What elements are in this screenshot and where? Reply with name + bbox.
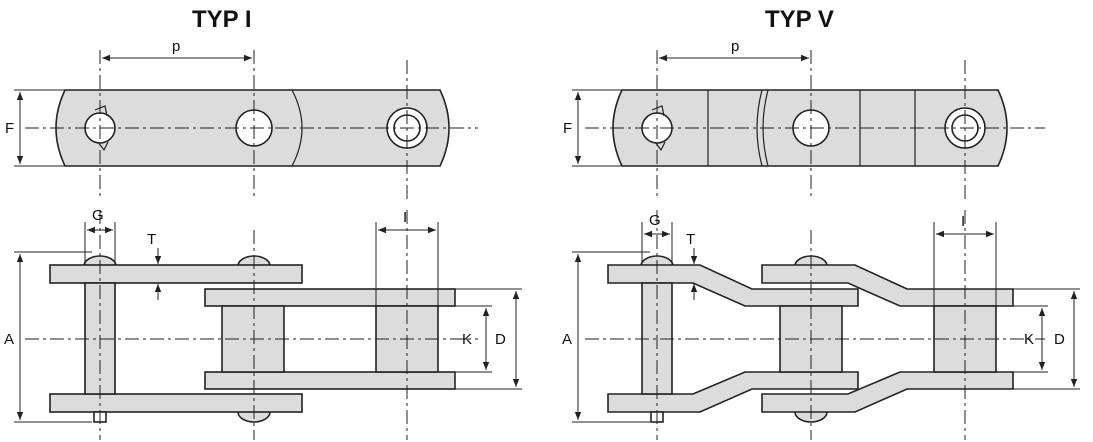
typ-i-side-outer-plate-top	[49, 264, 303, 284]
typ-i-top-view: p F	[5, 38, 478, 200]
title-typ-i: TYP I	[192, 6, 252, 33]
typ-v-pitch-label: p	[731, 38, 739, 55]
typ-i-side-outer-plate-bottom	[49, 393, 303, 413]
typ-v-T-label: T	[686, 231, 695, 248]
typ-i-K-label: K	[462, 331, 472, 348]
typ-i-T-label: T	[147, 231, 156, 248]
typ-i-D-label: D	[495, 331, 506, 348]
typ-i-side-inner-plate-top	[204, 288, 456, 307]
typ-v-side-view: G T I A K D	[562, 210, 1080, 440]
typ-v-G-label: G	[649, 212, 661, 229]
typ-v-I-label: I	[961, 213, 965, 230]
typ-v-F-label: F	[563, 120, 572, 137]
typ-v-side-offset-plate-top-1	[607, 264, 859, 307]
typ-v-top-joint-left	[756, 89, 763, 167]
title-typ-v: TYP V	[765, 6, 834, 33]
typ-v-K-label: K	[1024, 331, 1034, 348]
typ-i-A-label: A	[4, 331, 14, 348]
typ-v-A-label: A	[562, 331, 572, 348]
typ-i-side-inner-plate-bottom	[204, 371, 456, 390]
typ-i-I-label: I	[403, 209, 407, 226]
typ-i-pitch-label: p	[172, 38, 180, 55]
typ-i-G-label: G	[92, 207, 104, 224]
typ-i-side-view: G T I A K D	[4, 207, 522, 440]
typ-v-D-label: D	[1054, 331, 1065, 348]
typ-v-top-view: p F	[563, 38, 1045, 200]
typ-i-F-label: F	[5, 120, 14, 137]
